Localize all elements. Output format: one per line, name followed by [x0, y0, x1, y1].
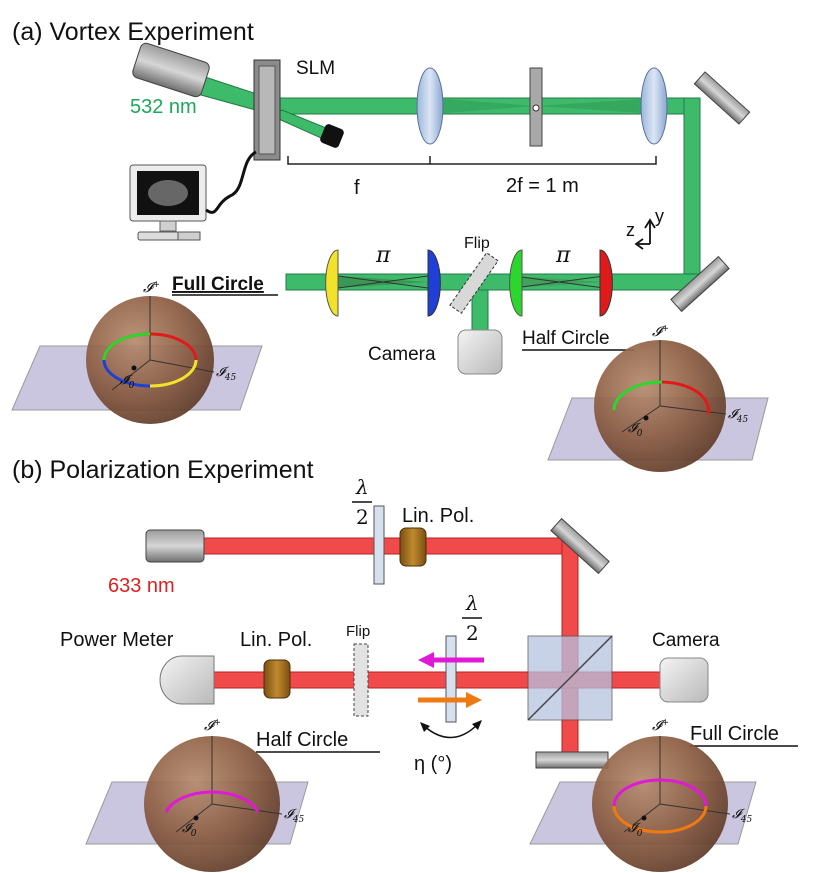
lin-pol-top-label: Lin. Pol.	[402, 505, 474, 527]
two-top: 2	[356, 505, 369, 529]
lin-pol-bottom-label: Lin. Pol.	[240, 629, 312, 651]
sphere-a-full-top: 𝓘+	[143, 280, 160, 296]
pi-right: π	[555, 243, 571, 268]
mirror-b	[550, 517, 610, 575]
lens-1	[416, 67, 444, 145]
mode-lens-blue	[427, 249, 441, 317]
axis-y: y	[655, 206, 664, 226]
axis-z: z	[626, 220, 635, 240]
slm	[253, 59, 281, 161]
camera-b	[659, 657, 709, 703]
two-bottom: 2	[466, 621, 479, 645]
laser-532	[132, 42, 210, 98]
poincare-sphere-b-full	[529, 736, 757, 872]
half-circle-label-a: Half Circle	[522, 328, 610, 349]
axis-indicator	[634, 218, 656, 250]
slm-cable	[205, 150, 257, 214]
flip-mirror-b	[353, 643, 369, 717]
mode-lens-yellow	[325, 249, 339, 317]
beam-splitter	[527, 635, 613, 721]
half-wave-plate-bottom	[445, 635, 457, 723]
camera-a	[457, 329, 503, 375]
half-wave-plate-top	[373, 505, 385, 585]
sphere-a-half-top: 𝓘+	[652, 324, 669, 340]
poincare-sphere-a-full	[11, 296, 263, 424]
lens-2	[640, 67, 668, 145]
mirror-a-bottom	[670, 255, 730, 313]
pi-left: π	[375, 243, 391, 268]
beam-block	[320, 124, 344, 148]
flip-mirror-a	[449, 252, 499, 314]
cone-line	[513, 275, 605, 289]
lambda-top: λ	[355, 475, 369, 499]
rotation-arc	[420, 720, 482, 739]
sphere-b-half-top: 𝓘+	[204, 718, 221, 734]
cone-line	[337, 275, 429, 289]
camera-label-b: Camera	[652, 630, 720, 651]
sphere-b-full-top: 𝓘+	[652, 718, 669, 734]
camera-label-a: Camera	[368, 344, 436, 365]
flip-label-b: Flip	[346, 623, 370, 640]
magenta-arrow	[418, 652, 484, 668]
dimension-markers	[287, 156, 657, 165]
mode-lens-red	[599, 249, 613, 317]
wavelength-532: 532 nm	[130, 96, 197, 118]
full-circle-label-a: Full Circle	[172, 274, 264, 295]
panel-a-title: (a) Vortex Experiment	[12, 18, 254, 46]
poincare-sphere-a-half	[547, 340, 769, 472]
linear-polarizer-top	[399, 527, 427, 567]
eta-label: η (°)	[414, 753, 452, 775]
poincare-sphere-b-half	[85, 736, 309, 872]
distance-label: 2f = 1 m	[506, 175, 579, 197]
power-meter-label: Power Meter	[60, 629, 174, 651]
mirror-a-top	[693, 71, 751, 125]
half-circle-label-b: Half Circle	[256, 729, 348, 751]
computer	[129, 164, 207, 241]
flip-label-a: Flip	[464, 235, 490, 252]
power-meter	[159, 655, 215, 705]
phase-plate	[529, 67, 543, 147]
focal-label: f	[354, 177, 360, 199]
lambda-bottom: λ	[465, 591, 479, 615]
mirror-b-bottom	[535, 751, 609, 769]
orange-arrow	[418, 692, 482, 708]
panel-b-title: (b) Polarization Experiment	[12, 456, 314, 484]
linear-polarizer-bottom	[263, 659, 291, 699]
laser-633	[145, 529, 205, 563]
wavelength-633: 633 nm	[108, 575, 175, 597]
full-circle-label-b: Full Circle	[690, 723, 779, 745]
slm-label: SLM	[296, 58, 335, 79]
mode-lens-green	[509, 249, 523, 317]
